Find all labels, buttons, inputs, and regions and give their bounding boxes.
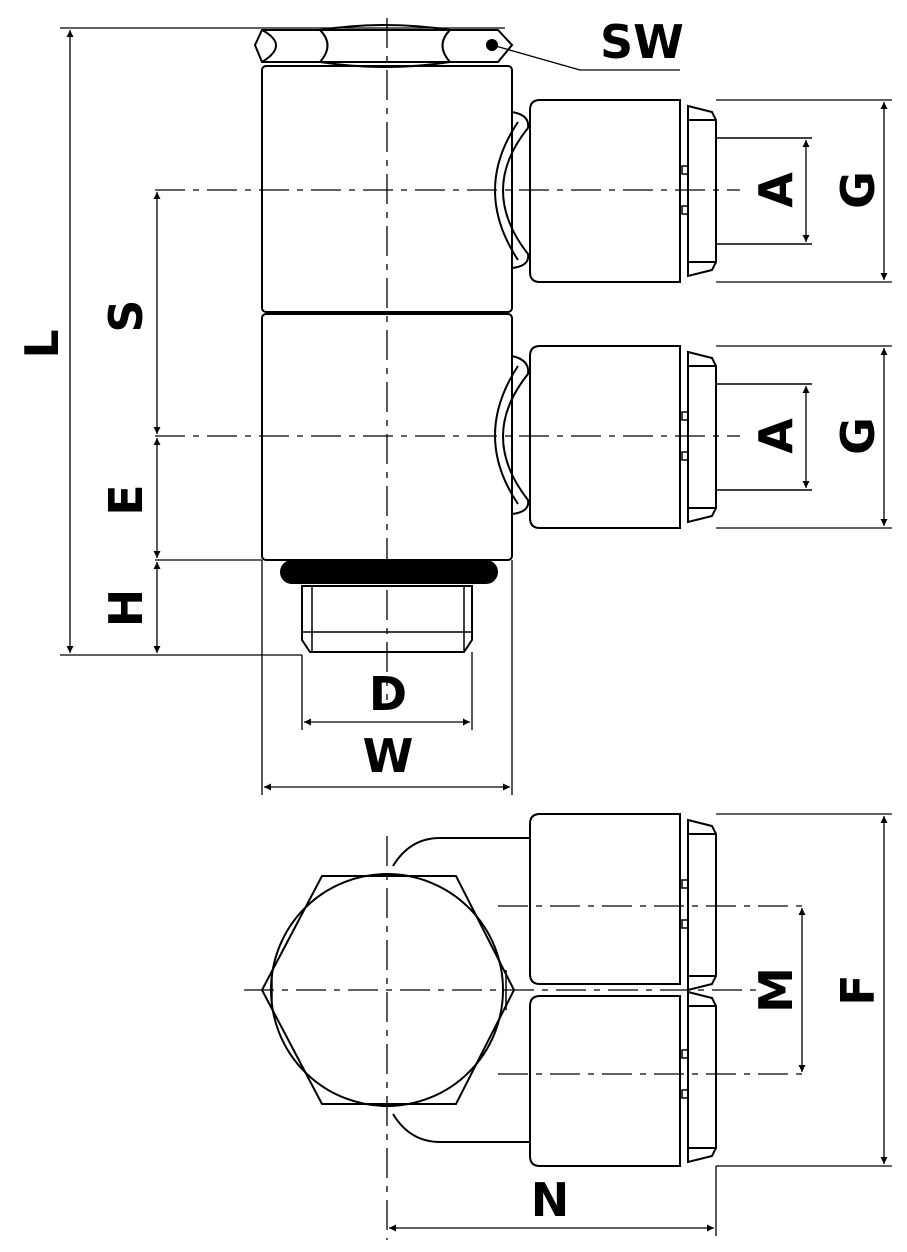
label-g-lower: G bbox=[831, 417, 885, 455]
label-l: L bbox=[15, 329, 69, 358]
top-view-outlet-1 bbox=[529, 813, 717, 992]
top-view-outlet-2 bbox=[529, 990, 717, 1167]
label-a-lower: A bbox=[749, 418, 803, 454]
label-m: M bbox=[749, 967, 803, 1013]
o-ring bbox=[280, 560, 498, 584]
upper-outlet bbox=[494, 99, 812, 283]
label-f: F bbox=[831, 974, 885, 1005]
label-n: N bbox=[531, 1173, 570, 1227]
label-sw: SW bbox=[600, 15, 684, 69]
label-s: S bbox=[99, 299, 153, 332]
label-h: H bbox=[99, 589, 153, 628]
top-view bbox=[244, 813, 892, 1240]
label-e: E bbox=[99, 484, 153, 515]
label-g-upper: G bbox=[831, 171, 885, 209]
label-a-upper: A bbox=[749, 172, 803, 208]
label-w: W bbox=[363, 729, 414, 783]
front-view bbox=[60, 18, 892, 795]
label-d: D bbox=[369, 667, 407, 721]
